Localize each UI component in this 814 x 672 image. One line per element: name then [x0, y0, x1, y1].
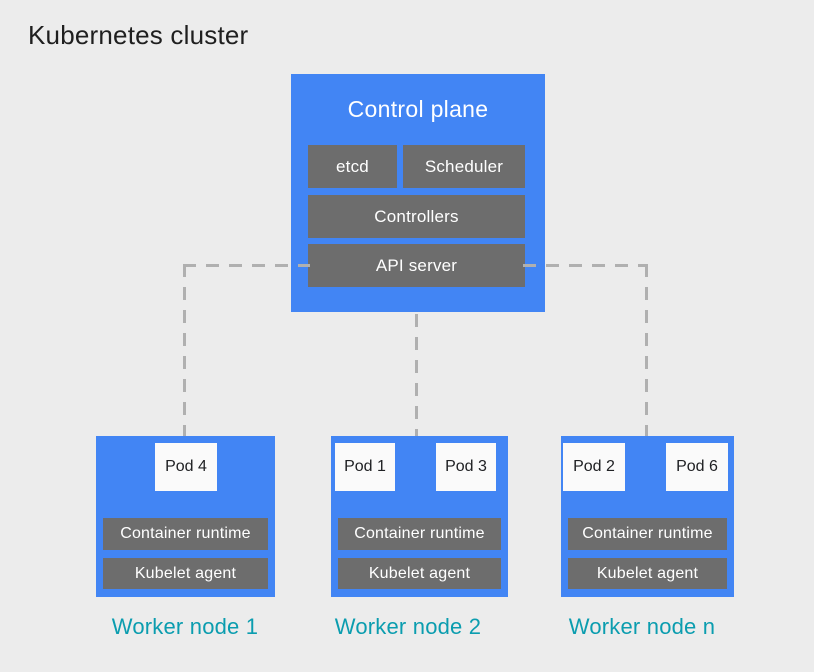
worker-node-1-label: Worker node 1 — [111, 614, 259, 639]
api-server-box: API server — [308, 244, 525, 287]
pod-1: Pod 1 — [335, 443, 395, 491]
connector-vertical-center — [415, 314, 418, 436]
controllers-box: Controllers — [308, 195, 525, 238]
worker-node-n-label: Worker node n — [568, 614, 716, 639]
worker-node-1-box: Pod 4 Container runtime Kubelet agent — [96, 436, 275, 597]
kubelet-agent-box-node-2: Kubelet agent — [338, 558, 501, 589]
connector-horizontal-right — [523, 264, 648, 267]
pod-6: Pod 6 — [666, 443, 728, 491]
diagram-title: Kubernetes cluster — [28, 20, 249, 50]
control-plane-box: Control plane etcd Scheduler Controllers… — [291, 74, 545, 312]
pod-3: Pod 3 — [436, 443, 496, 491]
connector-vertical-right — [645, 264, 648, 436]
kubelet-agent-box-node-1: Kubelet agent — [103, 558, 268, 589]
worker-node-n-box: Pod 2 Pod 6 Container runtime Kubelet ag… — [561, 436, 734, 597]
pod-2: Pod 2 — [563, 443, 625, 491]
pod-4: Pod 4 — [155, 443, 217, 491]
connector-vertical-left — [183, 264, 186, 436]
container-runtime-box-node-1: Container runtime — [103, 518, 268, 550]
container-runtime-box-node-2: Container runtime — [338, 518, 501, 550]
worker-node-2-box: Pod 1 Pod 3 Container runtime Kubelet ag… — [331, 436, 508, 597]
worker-node-2-label: Worker node 2 — [334, 614, 482, 639]
scheduler-box: Scheduler — [403, 145, 525, 188]
control-plane-title: Control plane — [347, 96, 489, 122]
kubelet-agent-box-node-n: Kubelet agent — [568, 558, 727, 589]
etcd-box: etcd — [308, 145, 397, 188]
container-runtime-box-node-n: Container runtime — [568, 518, 727, 550]
connector-horizontal-left — [183, 264, 310, 267]
